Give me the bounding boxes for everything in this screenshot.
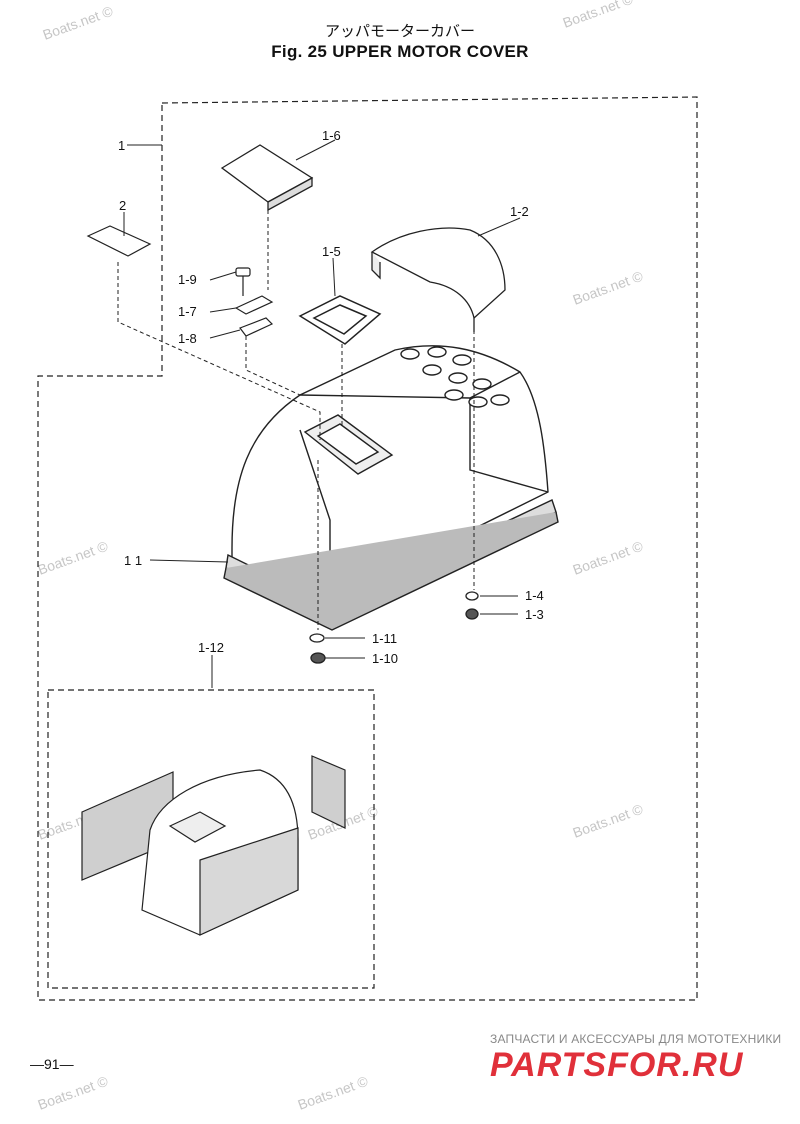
part-1-12-box (47, 689, 375, 989)
callout-1-7: 1-7 (178, 304, 197, 319)
watermark: Boats.net © (571, 537, 646, 577)
callout-1-8: 1-8 (178, 331, 197, 346)
part-1-8-plate (239, 317, 274, 337)
part-1-9-screw (235, 267, 251, 277)
watermark: Boats.net © (36, 537, 111, 577)
part-1-4-washer (465, 591, 479, 601)
part-1-10-nut (310, 652, 326, 664)
part-1-11-washer (309, 633, 325, 643)
callout-labels: 1 2 1-6 1-2 1-5 1-9 1-7 1-8 1 1 1-4 1-3 … (118, 128, 544, 666)
ad-logo[interactable]: PARTSFOR.RU (490, 1046, 744, 1084)
dashed-guides (117, 210, 475, 630)
callout-1-2: 1-2 (510, 204, 529, 219)
part-1-12-decal-set (81, 755, 346, 936)
latch-parts (234, 267, 274, 337)
callout-1-11: 1-11 (372, 631, 397, 646)
leader-lines (123, 139, 521, 688)
callout-1-5: 1-5 (322, 244, 341, 259)
watermark: Boats.net © (36, 1072, 111, 1112)
callout-1-1: 1 1 (124, 553, 142, 568)
assembly-boundary (37, 96, 698, 1001)
watermark: Boats.net © (41, 2, 116, 42)
callout-2: 2 (119, 198, 126, 213)
upper-motor-cover (223, 345, 559, 631)
page-title: Fig. 25 UPPER MOTOR COVER (271, 42, 529, 61)
callout-1-3: 1-3 (525, 607, 544, 622)
part-1-6-plate (220, 144, 314, 212)
watermark: Boats.net © (571, 267, 646, 307)
callout-1-10: 1-10 (372, 651, 398, 666)
callout-1: 1 (118, 138, 125, 153)
part-1-3-nut (465, 608, 479, 620)
callout-1-9: 1-9 (178, 272, 197, 287)
fasteners (309, 591, 479, 664)
watermark: Boats.net © (561, 0, 636, 31)
part-1-2-top-cap (370, 227, 506, 332)
part-1-5-gasket (298, 295, 382, 345)
page-title-japanese: アッパモーターカバー (324, 23, 475, 40)
part-1-7-clip (234, 295, 274, 315)
part-2-decal (86, 225, 152, 257)
ad-tagline: ЗАПЧАСТИ И АКСЕССУАРЫ ДЛЯ МОТОТЕХНИКИ (490, 1032, 782, 1046)
callout-1-4: 1-4 (525, 588, 544, 603)
watermark: Boats.net © (296, 1072, 371, 1112)
watermark: Boats.net © (571, 800, 646, 840)
callout-1-6: 1-6 (322, 128, 341, 143)
callout-1-12: 1-12 (198, 640, 224, 655)
page-number: —91— (30, 1056, 74, 1072)
